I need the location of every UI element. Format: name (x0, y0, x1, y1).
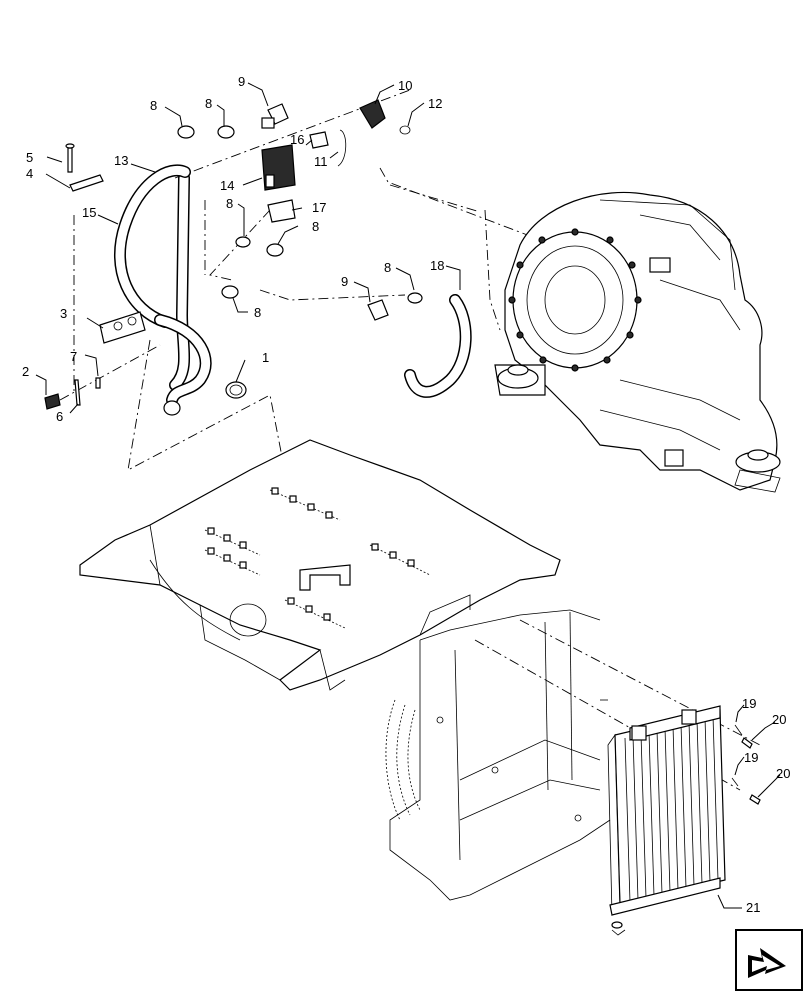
chassis-housing (385, 609, 611, 901)
callout-15: 15 (82, 205, 96, 220)
callout-1: 1 (262, 350, 269, 365)
callout-10: 10 (398, 78, 412, 93)
callout-9-b: 9 (341, 274, 348, 289)
callout-labels: 1 2 3 4 5 6 7 8 8 8 8 8 8 9 9 10 11 12 1… (22, 74, 790, 915)
callout-12: 12 (428, 96, 442, 111)
callout-14: 14 (220, 178, 234, 193)
hose-15 (114, 164, 212, 406)
transmission-bolt-ring (508, 228, 642, 372)
callout-16: 16 (290, 132, 304, 147)
cooler-fins (624, 715, 719, 903)
oil-cooler-radiator (607, 705, 726, 936)
callout-18: 18 (430, 258, 444, 273)
callout-20-a: 20 (772, 712, 786, 727)
leader-lines (35, 82, 781, 909)
callout-8-f: 8 (384, 260, 391, 275)
callout-13: 13 (114, 153, 128, 168)
callout-21: 21 (746, 900, 760, 915)
callout-3: 3 (60, 306, 67, 321)
callout-6: 6 (56, 409, 63, 424)
callout-8-c: 8 (226, 196, 233, 211)
callout-7: 7 (70, 349, 77, 364)
callout-20-b: 20 (776, 766, 790, 781)
transmission-assembly (494, 191, 781, 493)
callout-8-a: 8 (150, 98, 157, 113)
callout-8-b: 8 (205, 96, 212, 111)
callout-17: 17 (312, 200, 326, 215)
hose-18 (404, 294, 472, 398)
hose-13 (169, 172, 191, 391)
frame-slot-rows (204, 487, 431, 629)
callout-8-e: 8 (254, 305, 261, 320)
frame-plate (79, 439, 561, 691)
callout-19-b: 19 (744, 750, 758, 765)
callout-19-a: 19 (742, 696, 756, 711)
next-page-arrow-icon[interactable] (735, 929, 803, 991)
callout-5: 5 (26, 150, 33, 165)
small-parts (44, 99, 761, 805)
callout-11: 11 (314, 154, 328, 169)
callout-2: 2 (22, 364, 29, 379)
callout-9-a: 9 (238, 74, 245, 89)
callout-4: 4 (26, 166, 33, 181)
callout-8-d: 8 (312, 219, 319, 234)
